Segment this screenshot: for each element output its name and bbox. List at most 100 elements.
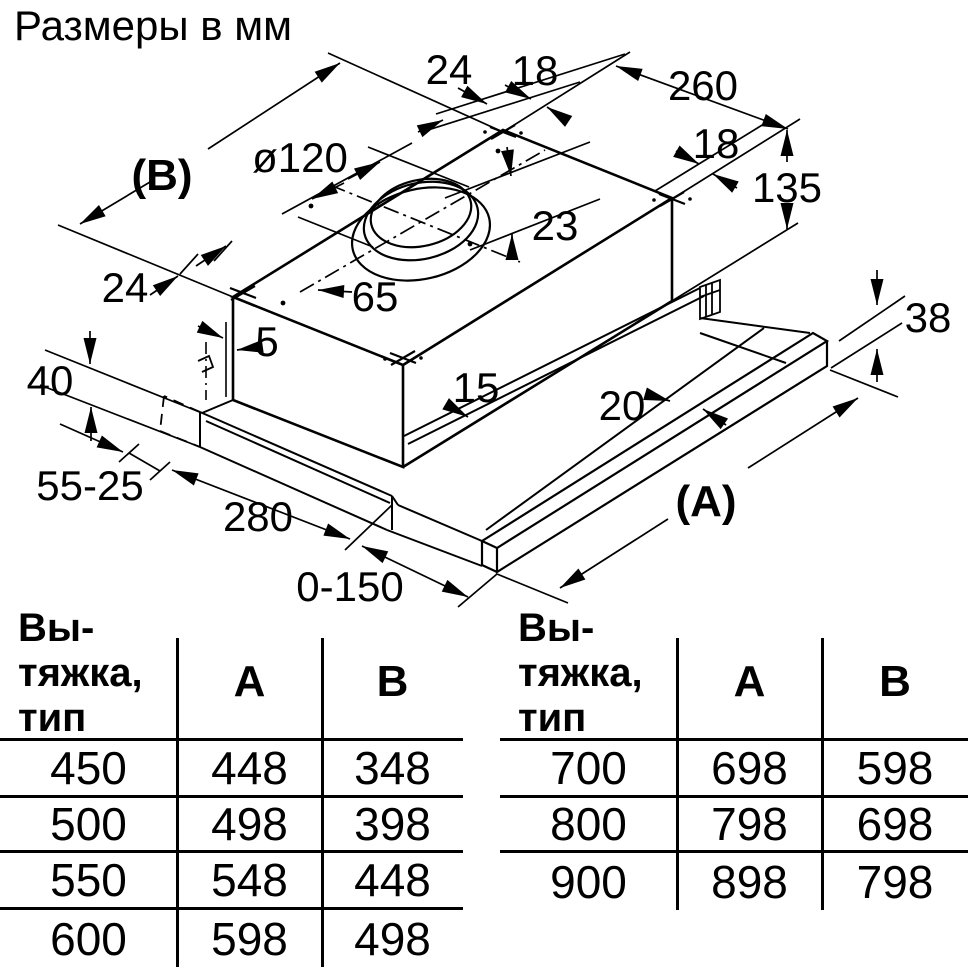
header-type-line: тип [18,696,87,740]
extension-line [502,51,801,200]
cell-a: 798 [711,798,788,850]
dim-label-38: 38 [905,294,952,341]
dim-arrow [747,397,859,469]
visor-rails [386,287,811,567]
dim-65: 65 [317,273,399,320]
dim-label-A: (A) [675,477,736,526]
cell-b: 698 [856,798,934,850]
hidden-edge-dashes [159,395,201,448]
dim-arrow [501,146,514,177]
table-row: 500 498 398 [0,798,463,853]
dim-arrow [207,62,341,150]
dim-arrow [559,518,669,589]
page-title: Размеры в мм [14,2,292,49]
dim-label-18-right: 18 [693,120,740,167]
cell-type: 700 [550,742,627,794]
dim-label-280: 280 [223,493,293,540]
header-type-line: тип [518,696,587,740]
header-type: Вы- тяжка, тип [500,600,677,740]
header-col-b: B [376,657,409,706]
table-header-row: Вы- тяжка, тип A B [0,600,463,741]
flue-collar [280,148,546,306]
dim-arrow [317,285,353,299]
flue-pipe [362,180,480,262]
extension-line [179,240,233,275]
header-col-a: A [233,657,266,706]
dim-label-24-top: 24 [426,46,473,93]
cell-b: 798 [856,855,934,908]
dim-arrow [457,85,488,105]
extension-line [654,118,773,192]
cell-type: 900 [550,855,627,908]
cell-b: 448 [354,854,431,906]
dim-label-15: 15 [453,364,500,411]
dim-arrow [236,339,264,353]
dim-label-5: 5 [255,318,278,365]
dim-arrow [615,65,789,130]
rail-bracket [699,278,721,321]
header-col-a: A [733,657,766,706]
header-type: Вы- тяжка, тип [0,600,177,740]
dim-280: 280 [171,469,393,551]
dim-left-24: 24 [102,240,233,311]
dim-top-24-18: 24 18 [416,46,626,138]
flue-opening [369,177,473,249]
column-divider [176,638,179,967]
dim-5: 5 [196,318,279,365]
extension-line [671,222,799,302]
dim-arrow [149,275,179,296]
dim-A: (A) [496,369,899,604]
flue-flange [350,186,492,282]
extension-line [281,142,470,248]
table-row: 900 898 798 [500,853,968,910]
table-row: 600 598 498 [0,910,463,967]
cell-a: 498 [211,798,288,850]
header-type-line: Вы- [18,606,95,650]
cell-b: 498 [354,912,431,965]
cell-type: 600 [50,912,127,965]
cell-a: 898 [711,855,788,908]
extension-line [830,295,906,369]
dim-23: 23 [444,141,601,260]
handle-bar [479,331,830,574]
dim-arrow [361,545,469,598]
bottom-frame-outline [199,399,399,531]
cell-a: 448 [211,742,288,794]
extension-line [344,504,393,551]
corner-markers [229,124,686,366]
dim-B: (B) [57,52,504,298]
dim-38: 38 [830,270,952,382]
dim-20: 20 [599,382,729,430]
hood-body-outline [230,128,675,469]
dim-arrow [643,387,671,402]
cell-b: 348 [354,742,431,794]
dim-label-B: (B) [131,151,192,200]
dim-label-55-25: 55-25 [36,462,143,509]
cell-type: 550 [50,854,127,906]
extension-line [39,349,203,448]
cell-b: 398 [354,798,431,850]
cell-b: 598 [856,742,934,794]
table-row: 800 798 698 [500,798,968,853]
table-row: 700 698 598 [500,741,968,798]
dim-arrow [702,408,729,430]
dim-arrow [712,173,739,193]
cell-type: 500 [50,798,127,850]
column-divider [321,638,324,967]
dim-arrow [347,161,381,180]
dim-arrow [416,119,444,138]
dim-hole-diameter: ø120 [252,134,470,248]
marker-dots [383,130,692,361]
dim-arrow [171,469,351,540]
extension-line [444,141,601,251]
extension-line [427,53,626,131]
spec-table-right: Вы- тяжка, тип A B 700 698 598 800 798 6… [500,600,968,910]
cell-a: 598 [211,912,288,965]
extension-line [496,369,899,604]
dim-arrow [195,245,227,267]
dim-right-18: 18 [654,118,773,193]
column-divider [821,638,824,910]
dim-label-65: 65 [352,273,399,320]
table-row: 550 548 448 [0,853,463,910]
